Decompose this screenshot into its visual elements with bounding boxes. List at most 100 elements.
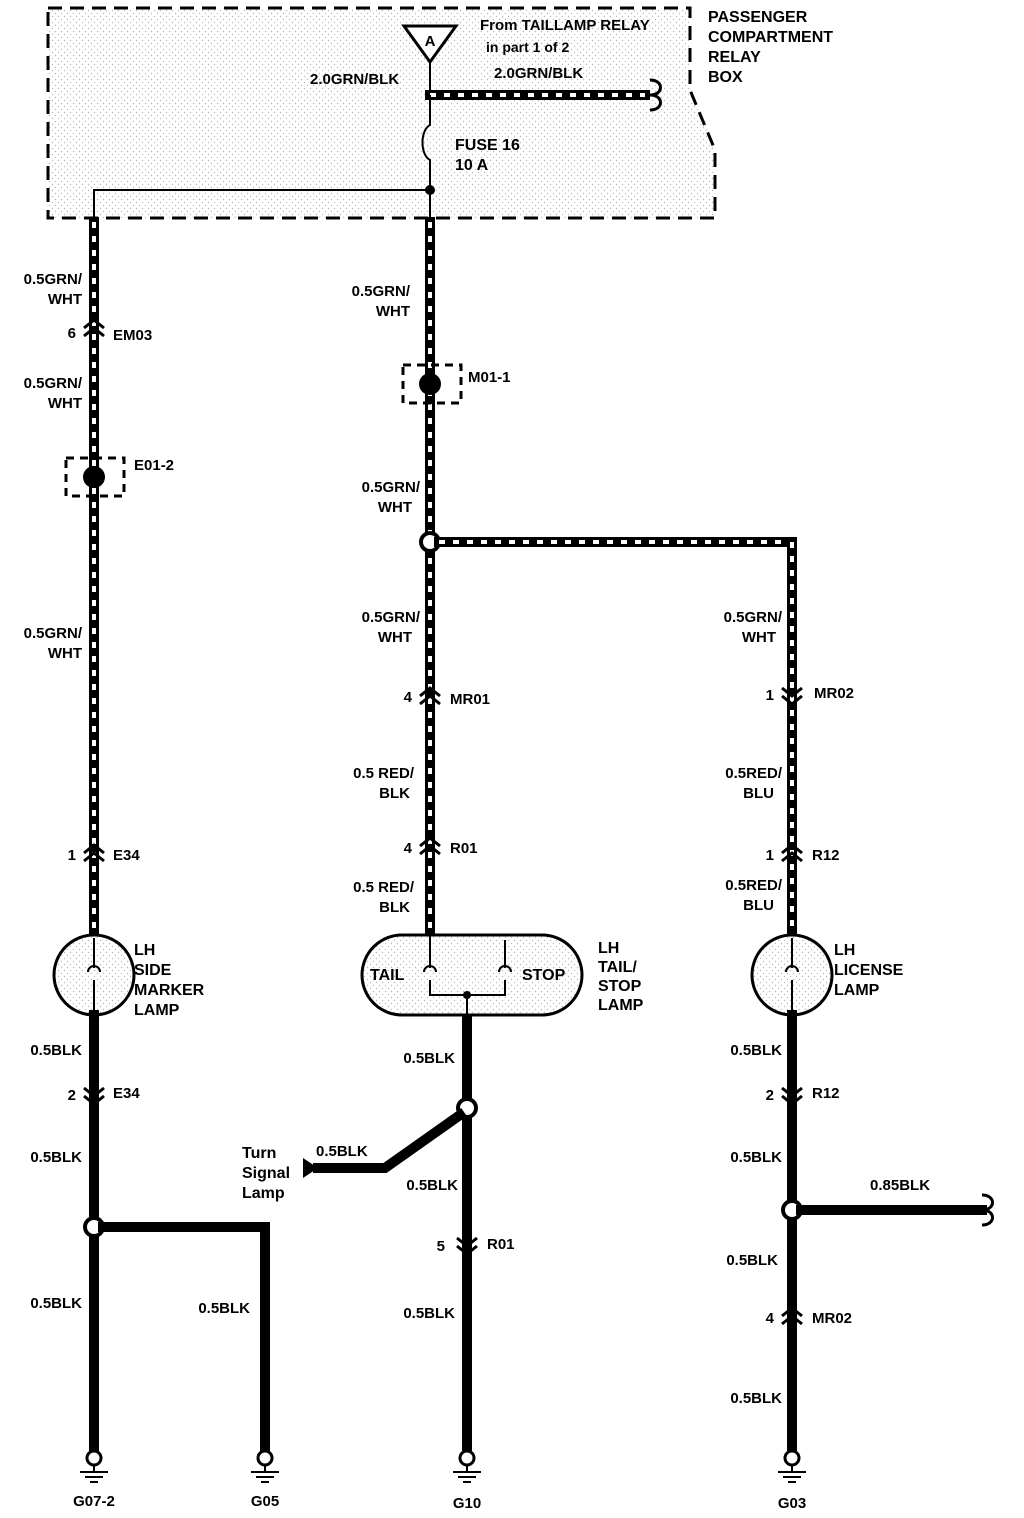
left-feed-thin xyxy=(93,189,430,222)
e34-connector-2-icon xyxy=(83,1086,105,1106)
r01-pin-1: 4 xyxy=(404,840,413,857)
mr02-pin-2: 4 xyxy=(766,1310,775,1327)
center-wire-label-4a: 0.5 RED/ xyxy=(353,765,415,782)
ground-g10-icon xyxy=(453,1449,481,1483)
ground-g10-label: G10 xyxy=(453,1495,481,1512)
em03-pin: 6 xyxy=(68,325,76,342)
continuation-break-top xyxy=(649,78,662,112)
mr01-pin: 4 xyxy=(404,689,413,706)
left-wire-label-1a: 0.5GRN/ xyxy=(24,271,83,288)
e34-pin-1: 1 xyxy=(68,847,76,864)
ground-g03-icon xyxy=(778,1449,806,1483)
license-label-1: LH xyxy=(834,942,855,959)
right-wire-label-2a: 0.5RED/ xyxy=(725,765,783,782)
side-marker-label-1: LH xyxy=(134,942,155,959)
relay-box-label-3: RELAY xyxy=(708,49,761,66)
side-marker-label-4: LAMP xyxy=(134,1002,180,1019)
fuse-name: FUSE 16 xyxy=(455,137,520,154)
ground-g05-icon xyxy=(251,1449,279,1483)
m01-1-splice-icon xyxy=(419,373,441,395)
stop-filament-label: STOP xyxy=(522,967,566,984)
mr02-label-1: MR02 xyxy=(814,685,854,702)
right-wire-label-1a: 0.5GRN/ xyxy=(724,609,783,626)
r12-connector-2-icon xyxy=(781,1086,803,1106)
right-wire-label-2b: BLU xyxy=(743,785,774,802)
em03-connector-icon xyxy=(83,318,105,338)
r01-connector-2-icon xyxy=(456,1236,478,1256)
tail-stop-label-3: STOP xyxy=(598,978,642,995)
license-label-3: LAMP xyxy=(834,982,880,999)
r12-pin-2: 2 xyxy=(766,1087,774,1104)
right-wire-label-1b: WHT xyxy=(742,629,776,646)
wire-to-turn-signal xyxy=(313,1108,467,1173)
ground-g07-2-label: G07-2 xyxy=(73,1493,115,1510)
r01-label-1: R01 xyxy=(450,840,478,857)
turn-wire-label: 0.5BLK xyxy=(316,1143,368,1160)
relay-box-label-4: BOX xyxy=(708,69,743,86)
right-wire-label-4: 0.5BLK xyxy=(730,1042,782,1059)
turn-signal-arrow-icon xyxy=(303,1158,318,1178)
mr02-pin-1: 1 xyxy=(766,687,774,704)
left-wire-label-6: 0.5BLK xyxy=(30,1295,82,1312)
center-wire-label-2a: 0.5GRN/ xyxy=(362,479,421,496)
center-wire-label-3a: 0.5GRN/ xyxy=(362,609,421,626)
r12-label-1: R12 xyxy=(812,847,840,864)
center-wire-label-1b: WHT xyxy=(376,303,410,320)
side-marker-label-3: MARKER xyxy=(134,982,205,999)
e34-label-2: E34 xyxy=(113,1085,140,1102)
center-wire-label-1a: 0.5GRN/ xyxy=(352,283,411,300)
e34-connector-1-icon xyxy=(83,843,105,863)
source-from: From TAILLAMP RELAY xyxy=(480,17,650,34)
wire-label-main-left: 2.0GRN/BLK xyxy=(310,71,399,88)
mr02-label-2: MR02 xyxy=(812,1310,852,1327)
r12-pin-1: 1 xyxy=(766,847,774,864)
tail-stop-label-1: LH xyxy=(598,940,619,957)
mr02-connector-1-icon xyxy=(781,686,803,706)
center-wire-label-5b: BLK xyxy=(379,899,410,916)
connector-a-triangle xyxy=(401,24,459,65)
e34-pin-2: 2 xyxy=(68,1087,76,1104)
r01-pin-2: 5 xyxy=(437,1238,445,1255)
relay-box-outline xyxy=(46,6,717,220)
turn-signal-label-3: Lamp xyxy=(242,1185,285,1202)
center-wire-label-8: 0.5BLK xyxy=(403,1305,455,1322)
ground-g03-label: G03 xyxy=(778,1495,806,1512)
center-wire-label-2b: WHT xyxy=(378,499,412,516)
em03-label: EM03 xyxy=(113,327,152,344)
wire-to-g05 xyxy=(98,1222,270,1460)
center-wire-label-7: 0.5BLK xyxy=(406,1177,458,1194)
right-wire-label-3a: 0.5RED/ xyxy=(725,877,783,894)
left-wire-label-2a: 0.5GRN/ xyxy=(24,375,83,392)
tail-filament-label: TAIL xyxy=(370,967,405,984)
left-wire-label-1b: WHT xyxy=(48,291,82,308)
left-wire-label-3b: WHT xyxy=(48,645,82,662)
r01-label-2: R01 xyxy=(487,1236,515,1253)
right-wire-label-3b: BLU xyxy=(743,897,774,914)
ground-g05-label: G05 xyxy=(251,1493,279,1510)
e01-2-label: E01-2 xyxy=(134,457,174,474)
license-label-2: LICENSE xyxy=(834,962,904,979)
tail-stop-label-4: LAMP xyxy=(598,997,644,1014)
center-wire-label-3b: WHT xyxy=(378,629,412,646)
left-wire-label-7: 0.5BLK xyxy=(198,1300,250,1317)
relay-box-label-1: PASSENGER xyxy=(708,9,808,26)
left-wire-label-2b: WHT xyxy=(48,395,82,412)
e34-label-1: E34 xyxy=(113,847,140,864)
side-marker-label-2: SIDE xyxy=(134,962,172,979)
center-wire-label-6: 0.5BLK xyxy=(403,1050,455,1067)
source-part: in part 1 of 2 xyxy=(486,39,569,55)
tail-stop-label-2: TAIL/ xyxy=(598,959,637,976)
left-wire-label-4: 0.5BLK xyxy=(30,1042,82,1059)
right-wire-label-5: 0.5BLK xyxy=(730,1149,782,1166)
m01-1-splice-box xyxy=(401,363,463,405)
right-wire-label-6: 0.5BLK xyxy=(726,1252,778,1269)
mr02-connector-2-icon xyxy=(781,1306,803,1326)
wire-label-main-right: 2.0GRN/BLK xyxy=(494,65,583,82)
relay-box-label-2: COMPARTMENT xyxy=(708,29,833,46)
e01-2-splice-box xyxy=(64,456,126,498)
left-wire-label-3a: 0.5GRN/ xyxy=(24,625,83,642)
right-wire-label-7: 0.5BLK xyxy=(730,1390,782,1407)
mr01-label: MR01 xyxy=(450,691,490,708)
m01-1-label: M01-1 xyxy=(468,369,511,386)
